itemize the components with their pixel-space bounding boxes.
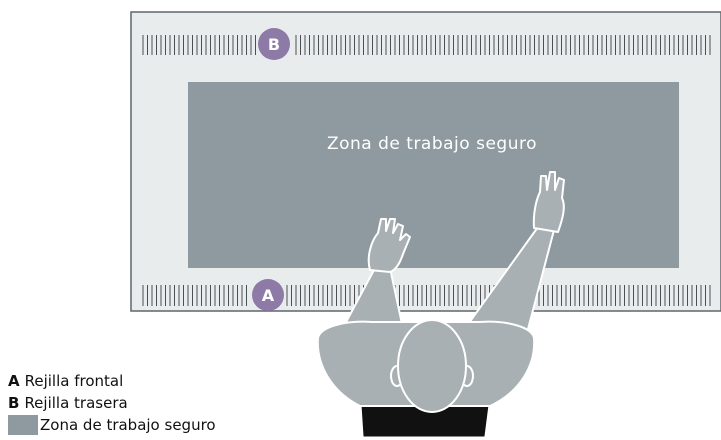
marker-b-label: B (268, 35, 280, 54)
legend-text: Rejilla trasera (24, 394, 128, 412)
left-hand (367, 218, 411, 273)
legend-text: Rejilla frontal (24, 372, 124, 390)
legend-item-front-grille: A Rejilla frontal (8, 370, 216, 392)
legend-key: A (8, 372, 20, 390)
rear-grille (142, 35, 711, 55)
legend-item-rear-grille: B Rejilla trasera (8, 392, 216, 414)
marker-b: B (258, 28, 290, 60)
legend-item-safe-zone: Zona de trabajo seguro (8, 414, 216, 436)
operator-figure (316, 171, 565, 437)
legend-text: Zona de trabajo seguro (40, 416, 216, 434)
right-hand (532, 171, 565, 233)
marker-a: A (252, 279, 284, 311)
marker-a-label: A (262, 286, 275, 305)
safe-work-zone-label: Zona de trabajo seguro (327, 134, 537, 154)
legend-swatch (8, 415, 38, 435)
legend: A Rejilla frontal B Rejilla trasera Zona… (8, 370, 216, 436)
legend-key: B (8, 394, 20, 412)
head (397, 319, 467, 413)
safe-work-zone (188, 82, 679, 268)
front-grille (142, 285, 711, 306)
